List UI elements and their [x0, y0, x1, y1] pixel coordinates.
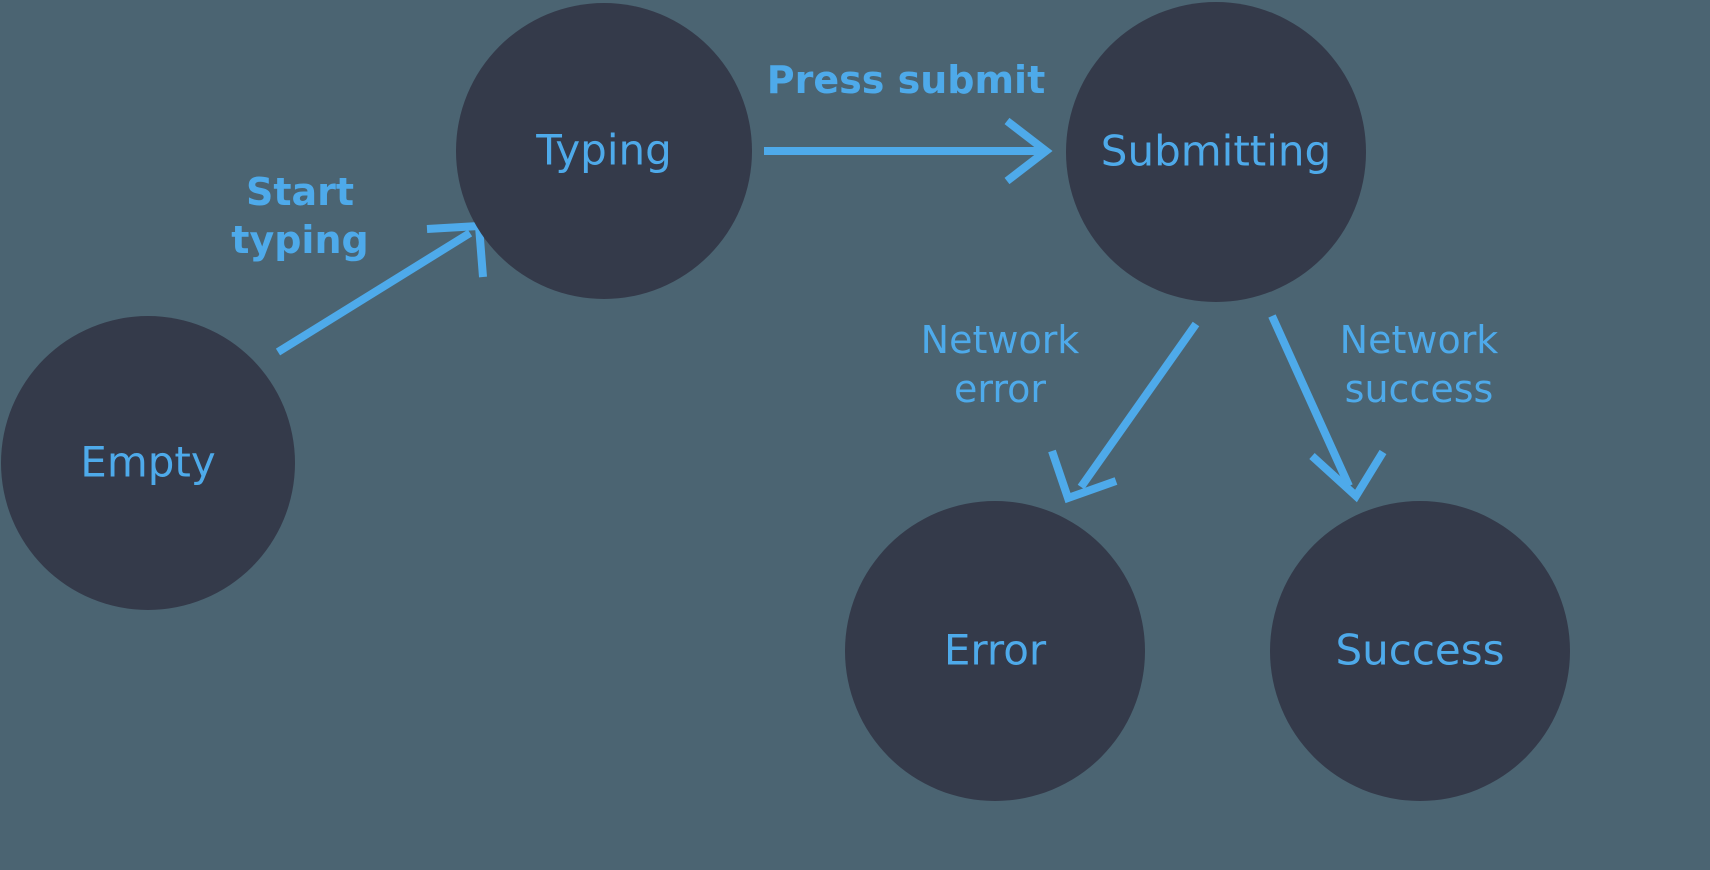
node-empty-label: Empty	[80, 438, 215, 487]
node-success-label: Success	[1335, 626, 1504, 675]
edge-typing-to-submitting	[764, 117, 1053, 185]
edge-label-start-typing-line2: typing	[231, 218, 368, 262]
node-submitting-circle[interactable]	[1066, 2, 1366, 302]
node-error[interactable]: Error	[845, 501, 1145, 801]
node-success[interactable]: Success	[1270, 501, 1570, 801]
node-empty-circle[interactable]	[1, 316, 295, 610]
edge-submitting-to-success	[1268, 314, 1387, 503]
node-empty[interactable]: Empty	[1, 316, 295, 610]
edge-label-network-success-line2: success	[1345, 367, 1494, 411]
edge-label-network-error: Network error	[921, 318, 1080, 411]
edge-submitting-to-success-line	[1268, 314, 1353, 488]
edge-submitting-to-error-arrowhead	[1048, 449, 1118, 504]
edge-label-network-success-line1: Network	[1340, 318, 1499, 362]
edge-label-network-error-line1: Network	[921, 318, 1080, 362]
edge-submitting-to-error-line	[1077, 321, 1200, 490]
node-error-circle[interactable]	[845, 501, 1145, 801]
edge-label-start-typing-line1: Start	[246, 170, 354, 214]
edge-submitting-to-error	[1048, 321, 1200, 504]
edge-label-press-submit: Press submit	[767, 58, 1046, 102]
edge-label-network-error-line2: error	[954, 367, 1046, 411]
edge-label-start-typing: Start typing	[231, 170, 368, 262]
edge-label-network-success: Network success	[1340, 318, 1499, 411]
node-success-circle[interactable]	[1270, 501, 1570, 801]
edge-typing-to-submitting-arrowhead	[1004, 117, 1053, 185]
edge-submitting-to-success-arrowhead	[1309, 449, 1387, 503]
node-error-label: Error	[944, 626, 1047, 675]
node-submitting-label: Submitting	[1101, 127, 1331, 176]
node-typing-circle[interactable]	[456, 3, 752, 299]
edge-empty-to-typing-line	[275, 229, 473, 356]
node-typing-label: Typing	[535, 126, 672, 175]
node-typing[interactable]: Typing	[456, 3, 752, 299]
node-submitting[interactable]: Submitting	[1066, 2, 1366, 302]
edge-label-press-submit-line1: Press submit	[767, 58, 1046, 102]
